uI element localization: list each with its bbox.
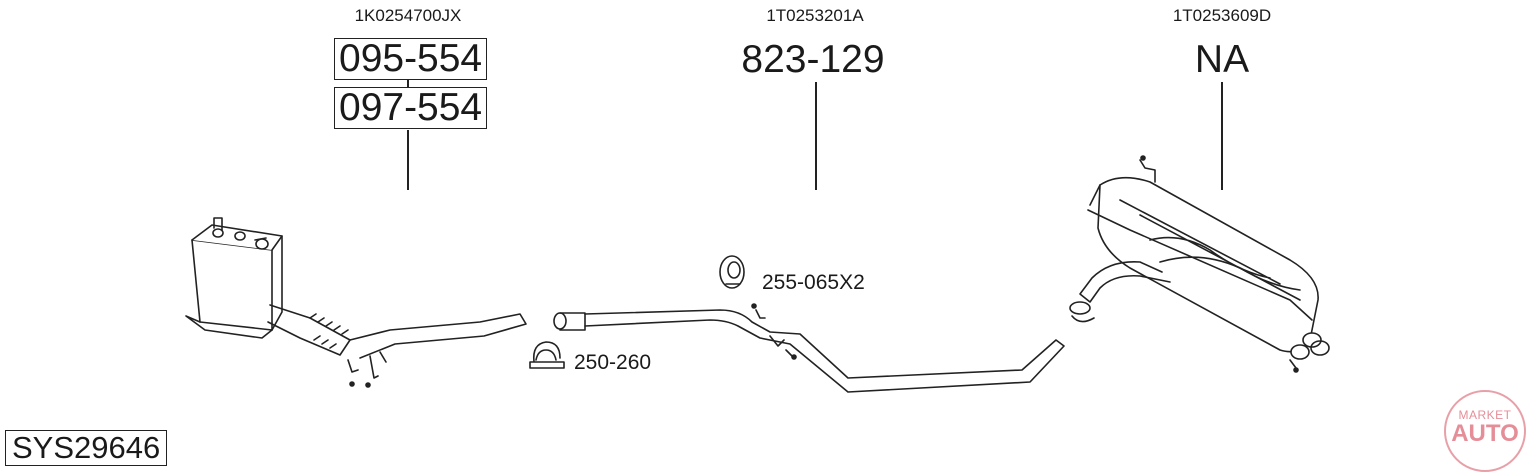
clamp-label[interactable]: 250-260 [574,351,652,374]
front-catalyst-drawing [185,217,527,388]
logo-text-top: MARKET [1458,408,1512,422]
leader-line-rear [1221,82,1223,190]
middle-pipe-drawing [553,303,1065,393]
part-number-front-secondary[interactable]: 097-554 [334,87,488,129]
part-number-front-primary[interactable]: 095-554 [334,38,488,80]
hanger-icon [719,255,745,289]
leader-line-front [407,130,409,190]
leader-line-middle [815,82,817,190]
oem-number-rear: 1T0253609D [1172,6,1272,25]
connector-line [407,80,409,88]
oem-number-middle: 1T0253201A [766,6,864,25]
rear-silencer-drawing [1069,155,1330,373]
part-number-rear[interactable]: NA [1194,38,1250,81]
part-number-middle[interactable]: 823-129 [741,38,885,81]
logo-text-bottom: AUTO [1451,420,1519,447]
clamp-icon [529,341,565,369]
hanger-label[interactable]: 255-065X2 [762,271,865,294]
oem-number-front: 1K0254700JX [354,6,462,25]
market-auto-logo: MARKET AUTO [1444,390,1526,472]
system-code-box: SYS29646 [5,430,168,466]
